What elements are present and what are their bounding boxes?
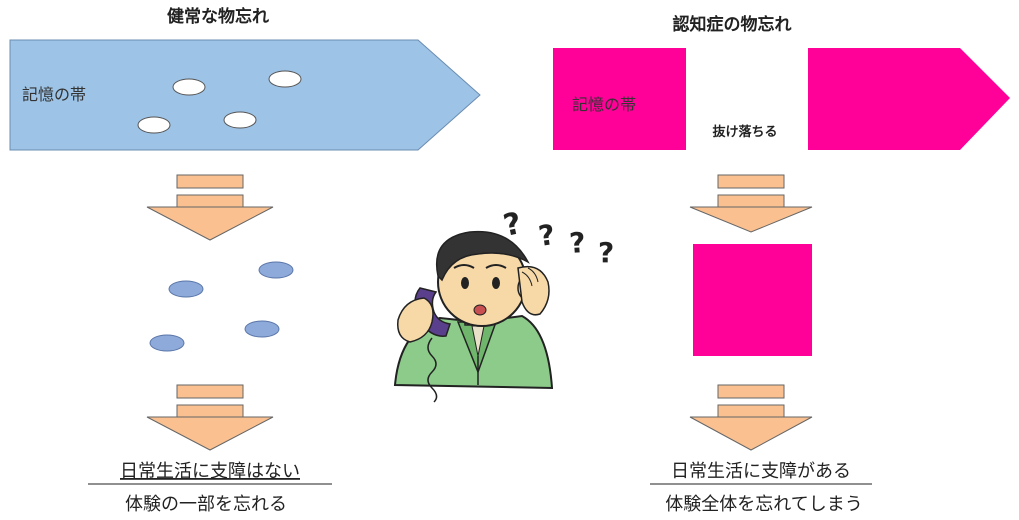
memory-dot (137, 116, 171, 134)
memory-dot (268, 70, 302, 88)
left-band-label: 記憶の帯 (22, 85, 86, 104)
right-title: 認知症の物忘れ (673, 14, 792, 35)
right-result-line1: 日常生活に支障がある (671, 461, 851, 482)
lost-memory-block (693, 244, 812, 356)
confused-man-on-phone-icon: ? ? ? ? (393, 206, 614, 403)
question-mark-icon: ? (536, 218, 557, 253)
scattered-memory-dot (149, 334, 185, 352)
right-memory-band-left-part (553, 48, 686, 150)
scattered-memory-dot (258, 261, 294, 279)
left-down-arrow-1 (146, 174, 274, 241)
left-memory-band (9, 39, 481, 151)
memory-dot (172, 78, 206, 96)
right-band-label: 記憶の帯 (572, 95, 636, 114)
left-down-arrow-2 (146, 384, 274, 451)
right-result-line2: 体験全体を忘れてしまう (665, 494, 862, 515)
left-result-line2: 体験の一部を忘れる (125, 494, 287, 515)
right-down-arrow-2 (689, 384, 813, 451)
left-title: 健常な物忘れ (167, 6, 269, 27)
memory-dot (223, 111, 257, 129)
right-memory-band-right-part (808, 48, 1010, 150)
question-mark-icon: ? (598, 236, 614, 269)
scattered-memory-dot (244, 320, 280, 338)
question-mark-icon: ? (568, 226, 587, 260)
scattered-memory-dot (168, 280, 204, 298)
right-gap-label: 抜け落ちる (712, 124, 777, 140)
right-down-arrow-1 (689, 174, 813, 233)
left-result-line1: 日常生活に支障はない (120, 461, 300, 482)
